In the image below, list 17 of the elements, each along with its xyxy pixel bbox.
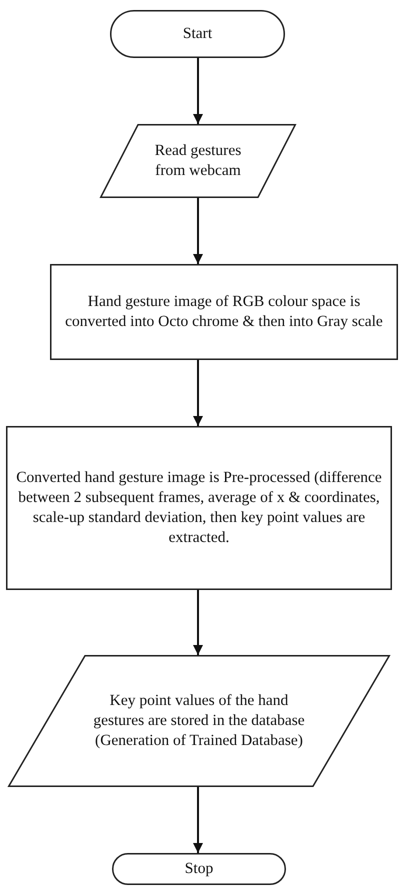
start-terminator [110, 10, 285, 58]
arrow [193, 787, 203, 853]
step-text: Start [182, 24, 212, 44]
arrow [193, 198, 203, 264]
process-box [6, 426, 392, 590]
step-text: Key point values of the hand gestures are stored in the database (Generation of Trained Database) [92, 690, 306, 752]
arrow [193, 58, 203, 124]
stop-terminator [112, 853, 286, 885]
arrow [193, 360, 203, 426]
process-box [50, 264, 398, 360]
step-text: Read gestures from webcam [154, 140, 242, 181]
data-parallelogram [8, 655, 390, 787]
input-parallelogram [100, 124, 296, 198]
step-text: Converted hand gesture image is Pre-processed (difference between 2 subsequent frames, average of x & coordinates, scale-up standard deviation, then key point values are extracted. [16, 468, 382, 548]
arrow [193, 590, 203, 655]
step-text: Hand gesture image of RGB colour space is converted into Octo chrome & then into Gray scale [64, 292, 384, 332]
step-text: Stop [184, 858, 214, 879]
